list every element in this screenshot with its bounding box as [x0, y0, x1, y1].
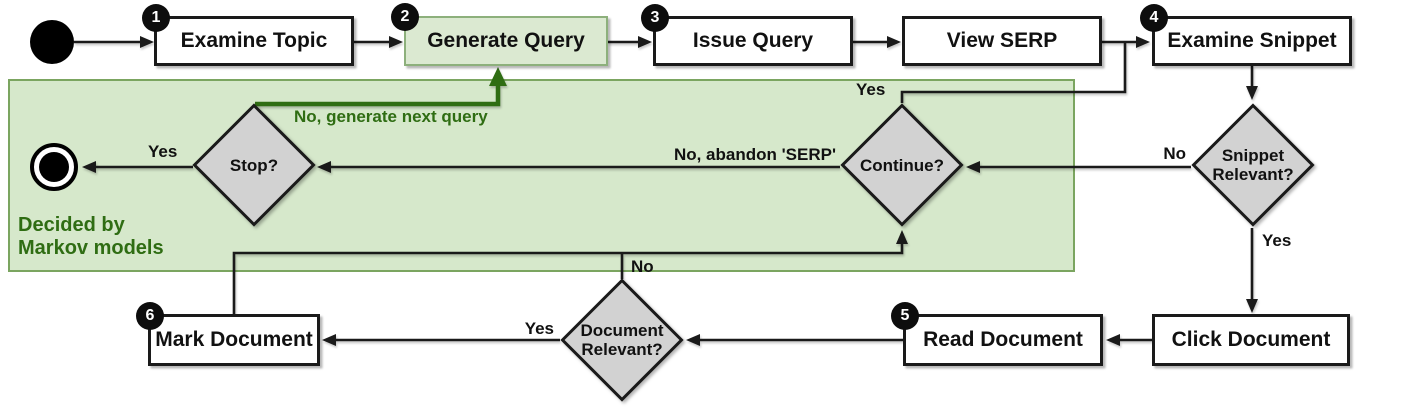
diamond-shape	[1191, 103, 1315, 227]
arrowhead	[389, 36, 403, 48]
decision-stop: Stop?	[192, 103, 316, 227]
decision-label: Continue?	[859, 155, 945, 175]
end-node-inner-dot	[39, 152, 69, 182]
edge-label-document-yes: Yes	[524, 319, 554, 338]
node-generate-query: 2 Generate Query	[391, 3, 608, 66]
arrowhead	[896, 230, 908, 244]
arrowhead	[82, 161, 96, 173]
arrowhead	[887, 36, 901, 48]
node-view-serp: View SERP	[902, 16, 1102, 66]
node-label: Generate Query	[427, 29, 585, 52]
node-examine-topic: 1 Examine Topic	[142, 4, 354, 66]
node-mark-document: 6 Mark Document	[136, 302, 320, 366]
node-label: Examine Snippet	[1167, 29, 1337, 52]
node-issue-query: 3 Issue Query	[641, 4, 853, 66]
edge-label-continue-yes: Yes	[856, 80, 886, 99]
decision-continue: Continue?	[840, 103, 964, 227]
step-badge: 3	[641, 4, 669, 32]
node-label: Mark Document	[155, 328, 313, 351]
node-click-document: Click Document	[1152, 314, 1350, 366]
arrowhead	[966, 161, 980, 173]
arrowhead	[489, 67, 507, 86]
decision-snippet-relevant: Snippet Relevant?	[1191, 103, 1315, 227]
step-badge: 6	[136, 302, 164, 330]
node-label: Read Document	[923, 328, 1083, 351]
edge-label-continue-no: No, abandon 'SERP'	[673, 145, 836, 164]
edge-label-document-no: No	[631, 257, 654, 276]
step-badge: 1	[142, 4, 170, 32]
edge-label-generate-next-query: No, generate next query	[294, 107, 488, 126]
decision-document-relevant: Document Relevant?	[560, 278, 684, 402]
arrowhead	[317, 161, 331, 173]
diamond-shape	[840, 103, 964, 227]
step-badge: 4	[1140, 4, 1168, 32]
diamond-shape	[192, 103, 316, 227]
markov-region-label: Decided by Markov models	[18, 214, 164, 259]
node-label: Click Document	[1171, 328, 1331, 351]
arrowhead	[322, 334, 336, 346]
edge-label-snippet-no: No	[1163, 144, 1186, 163]
arrowhead	[1246, 299, 1258, 313]
arrowhead	[1246, 86, 1258, 100]
node-examine-snippet: 4 Examine Snippet	[1140, 4, 1352, 66]
decision-label: Document Relevant?	[580, 321, 664, 359]
arrowhead	[1136, 36, 1150, 48]
start-node	[30, 20, 74, 64]
step-badge: 2	[391, 3, 419, 31]
arrowhead	[140, 36, 154, 48]
arrowhead	[638, 36, 652, 48]
arrowhead	[686, 334, 700, 346]
node-label: Examine Topic	[180, 29, 328, 52]
arrowhead	[1106, 334, 1120, 346]
edge-stop-no-to-generate-query	[255, 85, 501, 107]
node-read-document: 5 Read Document	[891, 302, 1103, 366]
node-label: View SERP	[946, 29, 1058, 52]
edge-mark-document-to-continue	[232, 244, 904, 314]
end-node	[30, 143, 78, 191]
edge-label-snippet-yes: Yes	[1262, 231, 1292, 250]
decision-label: Snippet Relevant?	[1212, 146, 1294, 184]
edge-continue-yes	[900, 43, 1127, 103]
edge-label-stop-yes: Yes	[148, 142, 178, 161]
step-badge: 5	[891, 302, 919, 330]
diamond-shape	[560, 278, 684, 402]
node-label: Issue Query	[692, 29, 814, 52]
decision-label: Stop?	[229, 155, 279, 175]
